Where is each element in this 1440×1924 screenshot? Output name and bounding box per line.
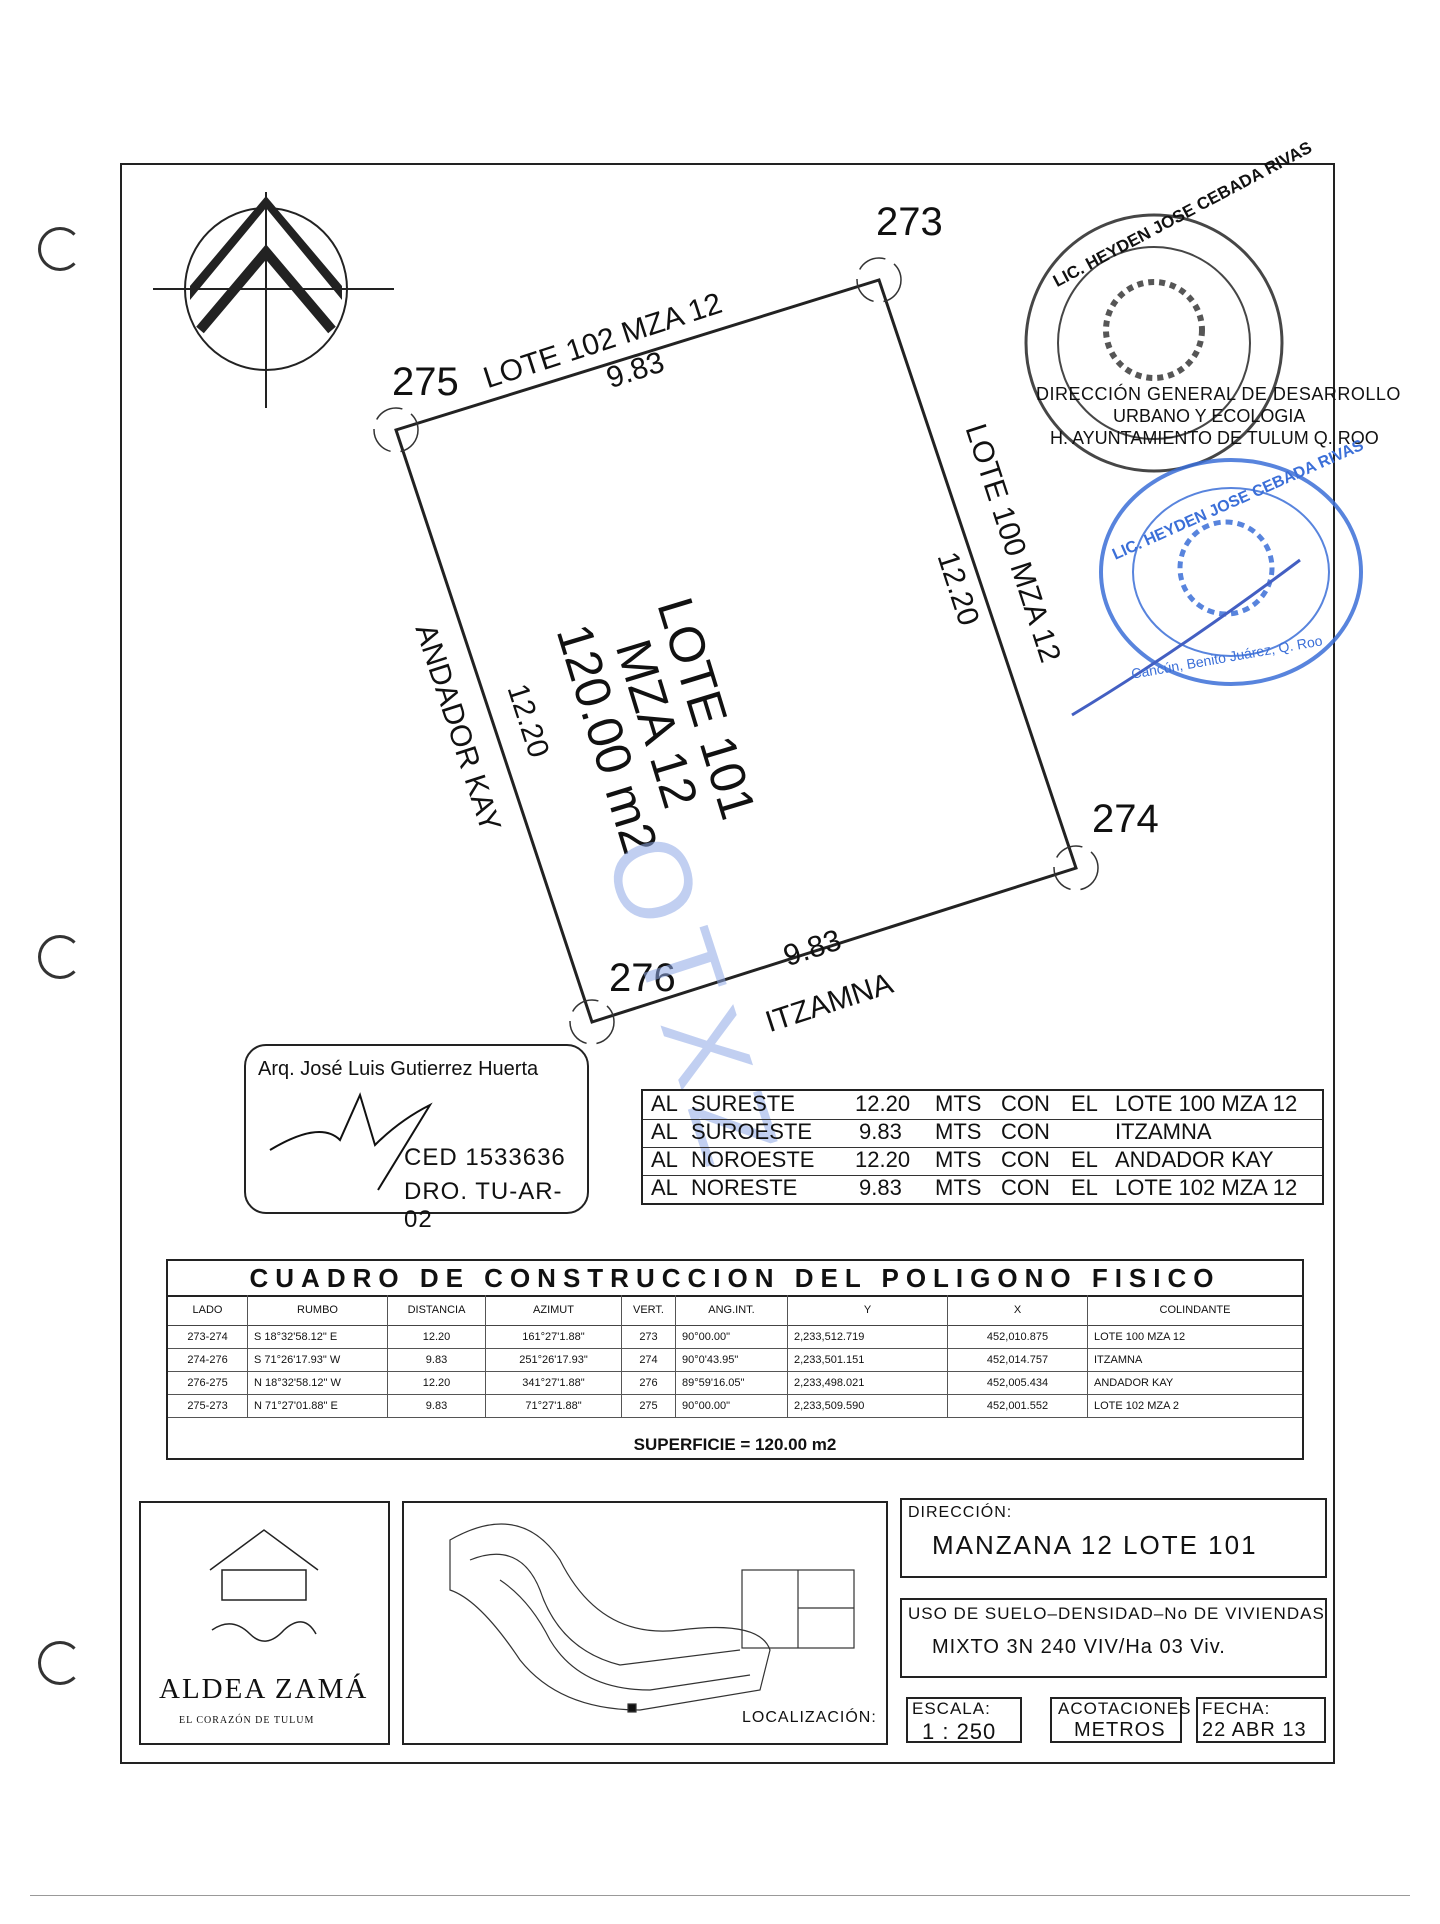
point-274-label: 274 (1092, 797, 1159, 841)
logo-tagline: EL CORAZÓN DE TULUM (179, 1715, 315, 1726)
superficie-total: SUPERFICIE = 120.00 m2 (633, 1435, 837, 1454)
page-frame (120, 163, 1335, 1764)
direccion-stamp-line2: URBANO Y ECOLOGIA (1113, 406, 1306, 426)
colindancias-table: AL SURESTE 12.20 MTS CON EL LOTE 100 MZA… (641, 1089, 1324, 1205)
fecha-box: FECHA: 22 ABR 13 (1196, 1697, 1326, 1743)
colindancia-row: AL NORESTE 9.83 MTS CON EL LOTE 102 MZA … (651, 1175, 1298, 1200)
bottom-divider (30, 1895, 1410, 1896)
construction-table-header: LADO RUMBO DISTANCIA AZIMUT VERT. ANG.IN… (168, 1295, 1302, 1326)
construction-table: CUADRO DE CONSTRUCCION DEL POLIGONO FISI… (166, 1259, 1304, 1460)
escala-label: ESCALA: (912, 1699, 991, 1718)
location-map-label: LOCALIZACIÓN: (742, 1709, 877, 1726)
acotaciones-label: ACOTACIONES (1058, 1699, 1192, 1718)
escala-box: ESCALA: 1 : 250 (906, 1697, 1022, 1744)
aldea-zama-logo-icon (209, 1529, 319, 1642)
direccion-box: DIRECCIÓN: MANZANA 12 LOTE 101 (900, 1498, 1327, 1578)
architect-box: Arq. José Luis Gutierrez Huerta CED 1533… (244, 1044, 589, 1233)
acotaciones-value: METROS (1074, 1719, 1166, 1741)
punch-hole-top (38, 227, 82, 271)
construction-table-row: 276-275 N 18°32'58.12" W 12.20 341°27'1.… (168, 1371, 1302, 1395)
logo-name: ALDEA ZAMÁ (159, 1673, 369, 1705)
notary-seal-top (1024, 213, 1284, 473)
location-map-sketch (449, 1523, 855, 1713)
direccion-stamp-line1: DIRECCIÓN GENERAL DE DESARROLLO (1036, 384, 1401, 404)
colindancia-row: AL SURESTE 12.20 MTS CON EL LOTE 100 MZA… (643, 1091, 1322, 1120)
construction-table-title: CUADRO DE CONSTRUCCION DEL POLIGONO FISI… (168, 1261, 1302, 1297)
acotaciones-box: ACOTACIONES METROS (1050, 1697, 1190, 1743)
aldea-zama-logo-box: ALDEA ZAMÁ EL CORAZÓN DE TULUM (139, 1501, 390, 1745)
architect-signature (269, 1092, 433, 1191)
punch-hole-middle (38, 935, 82, 979)
architect-ced: CED 1533636 (404, 1144, 566, 1171)
direccion-value: MANZANA 12 LOTE 101 (932, 1530, 1258, 1560)
construction-table-row: 273-274 S 18°32'58.12" E 12.20 161°27'1.… (168, 1325, 1302, 1349)
construction-table-row: 274-276 S 71°26'17.93" W 9.83 251°26'17.… (168, 1348, 1302, 1372)
direccion-stamp-line3: H. AYUNTAMIENTO DE TULUM Q. ROO (1050, 428, 1379, 448)
lot-polygon (394, 278, 1078, 1024)
escala-value: 1 : 250 (922, 1719, 997, 1744)
point-275-label: 275 (392, 360, 459, 404)
punch-hole-bottom (38, 1641, 82, 1685)
north-arrow-icon (153, 192, 394, 408)
fecha-label: FECHA: (1202, 1699, 1271, 1718)
colindancia-row: AL NOROESTE 12.20 MTS CON EL ANDADOR KAY (643, 1147, 1322, 1176)
point-276-label: 276 (609, 956, 676, 1000)
direccion-label: DIRECCIÓN: (908, 1504, 1013, 1521)
architect-name: Arq. José Luis Gutierrez Huerta (258, 1058, 539, 1080)
notary-seal-blue (1071, 458, 1363, 717)
fecha-value: 22 ABR 13 (1202, 1719, 1307, 1741)
location-map-box: LOCALIZACIÓN: (402, 1501, 888, 1745)
point-273-label: 273 (876, 200, 943, 244)
construction-table-row: 275-273 N 71°27'01.88" E 9.83 71°27'1.88… (168, 1394, 1302, 1418)
uso-suelo-label: USO DE SUELO–DENSIDAD–No DE VIVIENDAS (908, 1604, 1325, 1623)
uso-suelo-box: USO DE SUELO–DENSIDAD–No DE VIVIENDAS MI… (900, 1598, 1327, 1678)
uso-suelo-value: MIXTO 3N 240 VIV/Ha 03 Viv. (932, 1636, 1226, 1658)
colindancia-row: AL SUROESTE 9.83 MTS CON ITZAMNA (643, 1119, 1322, 1148)
architect-dro: DRO. TU-AR-02 (404, 1178, 563, 1233)
